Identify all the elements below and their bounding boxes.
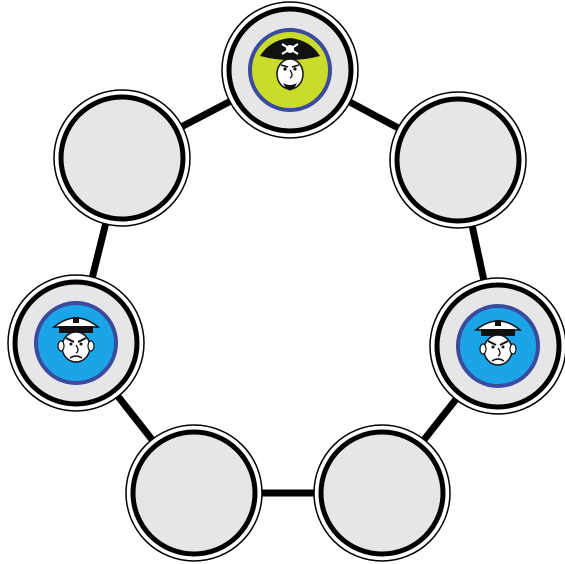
- board-node-2[interactable]: [430, 278, 565, 414]
- node-body: [133, 432, 255, 554]
- cop-token[interactable]: [36, 303, 116, 383]
- board-node-4[interactable]: [126, 425, 262, 561]
- board-node-6[interactable]: [54, 90, 190, 226]
- node-body: [321, 432, 443, 554]
- nodes-layer: [8, 2, 565, 561]
- cop-token[interactable]: [458, 306, 538, 386]
- node-body: [61, 97, 183, 219]
- board-node-5[interactable]: [8, 275, 144, 411]
- node-body: [397, 99, 519, 221]
- pirate-token[interactable]: [250, 30, 330, 110]
- board-node-3[interactable]: [314, 425, 450, 561]
- board-node-1[interactable]: [390, 92, 526, 228]
- board-node-0[interactable]: [222, 2, 358, 138]
